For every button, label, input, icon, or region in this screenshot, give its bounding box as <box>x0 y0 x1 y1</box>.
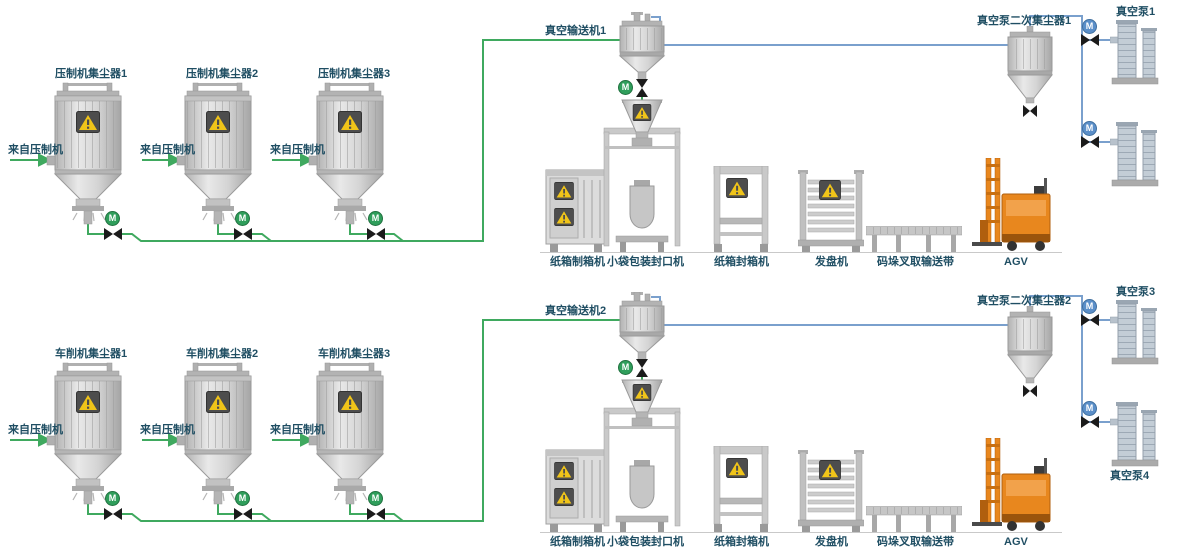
machine-label: 纸箱制箱机 <box>550 256 605 268</box>
source-label: 来自压制机 <box>8 424 63 436</box>
vacuum-pump-2[interactable] <box>1110 122 1159 187</box>
pump-valve-top-2[interactable] <box>1081 136 1099 148</box>
collector-valve-bottom-3[interactable] <box>367 508 385 520</box>
collector-valve-top-3[interactable] <box>367 228 385 240</box>
pump-valve-bottom-2[interactable] <box>1081 416 1099 428</box>
pump-label: 真空泵1 <box>1116 6 1156 18</box>
machine-label: 纸箱制箱机 <box>550 536 605 548</box>
secondary-dust-collector-1[interactable] <box>1007 26 1053 118</box>
tray-dispenser-top[interactable] <box>798 170 864 252</box>
collector-label: 车削机集尘器3 <box>318 348 391 360</box>
collector-label: 压制机集尘器1 <box>55 68 128 80</box>
machine-label: AGV <box>1004 536 1028 548</box>
collector-valve-bottom-2[interactable] <box>234 508 252 520</box>
source-label: 来自压制机 <box>270 424 325 436</box>
bag-packing-machine-bottom[interactable] <box>604 380 680 532</box>
material-pipe-bottom <box>87 319 643 522</box>
source-label: 来自压制机 <box>8 144 63 156</box>
collector-label: 压制机集尘器3 <box>318 68 391 80</box>
source-label: 来自压制机 <box>140 144 195 156</box>
machine-label: 小袋包装封口机 <box>607 256 684 268</box>
motor-valve-badge[interactable]: M <box>618 360 633 375</box>
secondary-collector-label: 真空泵二次集尘器2 <box>977 295 1072 307</box>
material-pipe-top <box>87 39 643 242</box>
collector-valve-top-2[interactable] <box>234 228 252 240</box>
secondary-collector-label: 真空泵二次集尘器1 <box>977 15 1072 27</box>
motor-valve-badge[interactable]: M <box>1082 401 1097 416</box>
palletizing-conveyor-top[interactable] <box>866 226 962 252</box>
motor-valve-badge[interactable]: M <box>235 491 250 506</box>
conveyor-valve-top[interactable] <box>636 79 648 97</box>
carton-forming-machine-top[interactable] <box>546 170 606 252</box>
machine-label: 纸箱封箱机 <box>714 536 769 548</box>
bag-packing-machine-top[interactable] <box>604 100 680 252</box>
motor-valve-badge[interactable]: M <box>105 491 120 506</box>
collector-label: 车削机集尘器2 <box>186 348 259 360</box>
carton-sealing-machine-top[interactable] <box>714 166 768 252</box>
motor-valve-badge[interactable]: M <box>618 80 633 95</box>
tray-dispenser-bottom[interactable] <box>798 450 864 532</box>
machine-label: 发盘机 <box>815 256 848 268</box>
collector-valve-top-1[interactable] <box>104 228 122 240</box>
vacuum-conveyor-label: 真空输送机1 <box>545 25 607 37</box>
collector-label: 车削机集尘器1 <box>55 348 128 360</box>
vacuum-conveyor-2[interactable] <box>619 292 665 361</box>
machine-label: 纸箱封箱机 <box>714 256 769 268</box>
agv-forklift-bottom[interactable] <box>972 438 1051 532</box>
pump-valve-bottom-1[interactable] <box>1081 314 1099 326</box>
palletizing-conveyor-bottom[interactable] <box>866 506 962 532</box>
motor-valve-badge[interactable]: M <box>368 491 383 506</box>
machine-label: 码垛叉取输送带 <box>877 256 954 268</box>
motor-valve-badge[interactable]: M <box>235 211 250 226</box>
vacuum-conveyor-label: 真空输送机2 <box>545 305 607 317</box>
pump-label: 真空泵4 <box>1110 470 1150 482</box>
motor-valve-badge[interactable]: M <box>1082 121 1097 136</box>
source-label: 来自压制机 <box>140 424 195 436</box>
collector-valve-bottom-1[interactable] <box>104 508 122 520</box>
vacuum-conveyor-1[interactable] <box>619 12 665 81</box>
collector-label: 压制机集尘器2 <box>186 68 259 80</box>
carton-sealing-machine-bottom[interactable] <box>714 446 768 532</box>
carton-forming-machine-bottom[interactable] <box>546 450 606 532</box>
vacuum-pump-3[interactable] <box>1110 300 1159 365</box>
machine-label: AGV <box>1004 256 1028 268</box>
motor-valve-badge[interactable]: M <box>1082 299 1097 314</box>
vacuum-pump-4[interactable] <box>1110 402 1159 467</box>
motor-valve-badge[interactable]: M <box>368 211 383 226</box>
conveyor-valve-bottom[interactable] <box>636 359 648 377</box>
machine-label: 小袋包装封口机 <box>607 536 684 548</box>
motor-valve-badge[interactable]: M <box>1082 19 1097 34</box>
source-label: 来自压制机 <box>270 144 325 156</box>
vacuum-pump-1[interactable] <box>1110 20 1159 85</box>
agv-forklift-top[interactable] <box>972 158 1051 252</box>
pump-label: 真空泵3 <box>1116 286 1156 298</box>
machine-label: 码垛叉取输送带 <box>877 536 954 548</box>
machine-label: 发盘机 <box>815 536 848 548</box>
motor-valve-badge[interactable]: M <box>105 211 120 226</box>
pump-valve-top-1[interactable] <box>1081 34 1099 46</box>
secondary-dust-collector-2[interactable] <box>1007 306 1053 398</box>
